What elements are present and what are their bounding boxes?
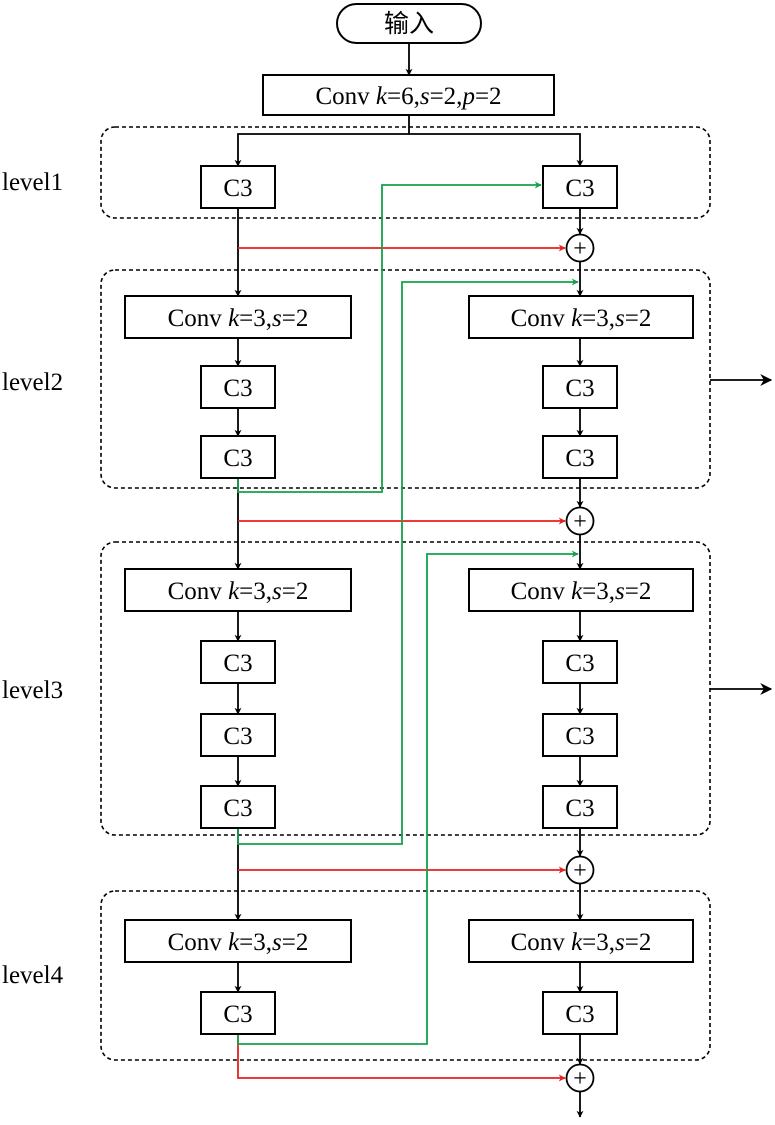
level4-label: level4 [2, 962, 64, 989]
stem-conv-label: Conv k=6,s=2,p=2 [315, 83, 501, 110]
level2-container [100, 269, 711, 489]
c3-block: C3 [200, 640, 276, 684]
c3-block: C3 [542, 365, 618, 409]
c3-block: C3 [200, 365, 276, 409]
add-node: + [565, 855, 595, 885]
svg-text:C3: C3 [565, 175, 594, 202]
svg-text:C3: C3 [565, 650, 594, 677]
level2-label: level2 [2, 369, 63, 396]
c3-block: C3 [200, 435, 276, 479]
level4-container [100, 890, 711, 1061]
conv-block: Conv k=3,s=2 [468, 919, 694, 963]
c3-block: C3 [200, 991, 276, 1035]
main-connectors [234, 43, 773, 1118]
svg-text:C3: C3 [565, 375, 594, 402]
svg-text:C3: C3 [565, 723, 594, 750]
c3-block: C3 [542, 165, 618, 209]
add-node: + [565, 506, 595, 536]
conv-block: Conv k=3,s=2 [124, 919, 352, 963]
conv-block: Conv k=3,s=2 [124, 568, 352, 612]
cross-connections [237, 181, 579, 1045]
svg-text:Conv k=3,s=2: Conv k=3,s=2 [511, 929, 652, 956]
c3-block: C3 [542, 785, 618, 829]
svg-text:C3: C3 [223, 175, 252, 202]
svg-text:+: + [573, 509, 587, 535]
add-node: + [565, 1063, 595, 1093]
c3-block: C3 [200, 785, 276, 829]
add-node: + [565, 233, 595, 263]
c3-block: C3 [200, 165, 276, 209]
stem-conv-block: Conv k=6,s=2,p=2 [262, 74, 555, 116]
c3-block: C3 [542, 640, 618, 684]
svg-text:C3: C3 [565, 1001, 594, 1028]
svg-text:C3: C3 [565, 795, 594, 822]
c3-block: C3 [200, 713, 276, 757]
svg-text:+: + [573, 858, 587, 884]
c3-block: C3 [542, 713, 618, 757]
svg-text:Conv k=3,s=2: Conv k=3,s=2 [168, 578, 309, 605]
svg-text:Conv k=3,s=2: Conv k=3,s=2 [168, 305, 309, 332]
svg-text:+: + [573, 1066, 587, 1092]
level1-container [100, 126, 711, 219]
svg-text:+: + [573, 236, 587, 262]
svg-text:C3: C3 [223, 375, 252, 402]
conv-block: Conv k=3,s=2 [124, 295, 352, 339]
svg-text:Conv k=3,s=2: Conv k=3,s=2 [168, 929, 309, 956]
svg-text:Conv k=3,s=2: Conv k=3,s=2 [511, 578, 652, 605]
input-node: 输入 [336, 3, 482, 44]
svg-text:C3: C3 [223, 795, 252, 822]
conv-block: Conv k=3,s=2 [468, 568, 694, 612]
svg-text:C3: C3 [565, 445, 594, 472]
c3-block: C3 [542, 991, 618, 1035]
svg-text:C3: C3 [223, 723, 252, 750]
level3-label: level3 [2, 677, 63, 704]
input-label: 输入 [384, 10, 434, 38]
level1-label: level1 [2, 169, 63, 196]
svg-text:C3: C3 [223, 445, 252, 472]
conv-block: Conv k=3,s=2 [468, 295, 694, 339]
svg-text:C3: C3 [223, 1001, 252, 1028]
c3-block: C3 [542, 435, 618, 479]
svg-text:C3: C3 [223, 650, 252, 677]
svg-text:Conv k=3,s=2: Conv k=3,s=2 [511, 305, 652, 332]
